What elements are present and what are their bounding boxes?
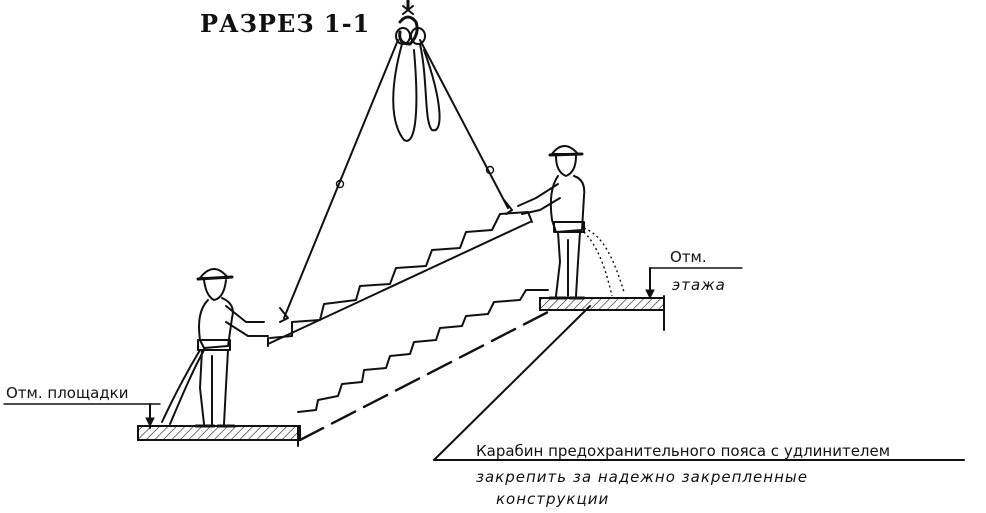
floor-elevation-label-line1: Отм. (670, 248, 707, 266)
worker-upper-figure (517, 145, 625, 300)
installed-stair-flight-dashed (297, 289, 550, 442)
landing-elevation-label: Отм. площадки (6, 384, 128, 402)
note-text-line1: Карабин предохранительного пояса с удлин… (476, 442, 890, 460)
lower-landing-slab (3, 403, 301, 447)
note-text-line3: конструкции (496, 490, 609, 508)
note-leader-line (433, 305, 965, 461)
floor-elevation-label-line2: этажа (672, 276, 726, 294)
lifted-stair-flight (267, 211, 533, 347)
section-title: РАЗРЕЗ 1-1 (200, 9, 370, 38)
crane-hook-icon (395, 0, 426, 46)
worker-lower-figure (161, 268, 269, 428)
note-text-line2: закрепить за надежно закрепленные (476, 468, 808, 486)
sling-ropes (279, 39, 513, 323)
sling-loops (392, 43, 441, 142)
upper-floor-slab (539, 267, 743, 331)
